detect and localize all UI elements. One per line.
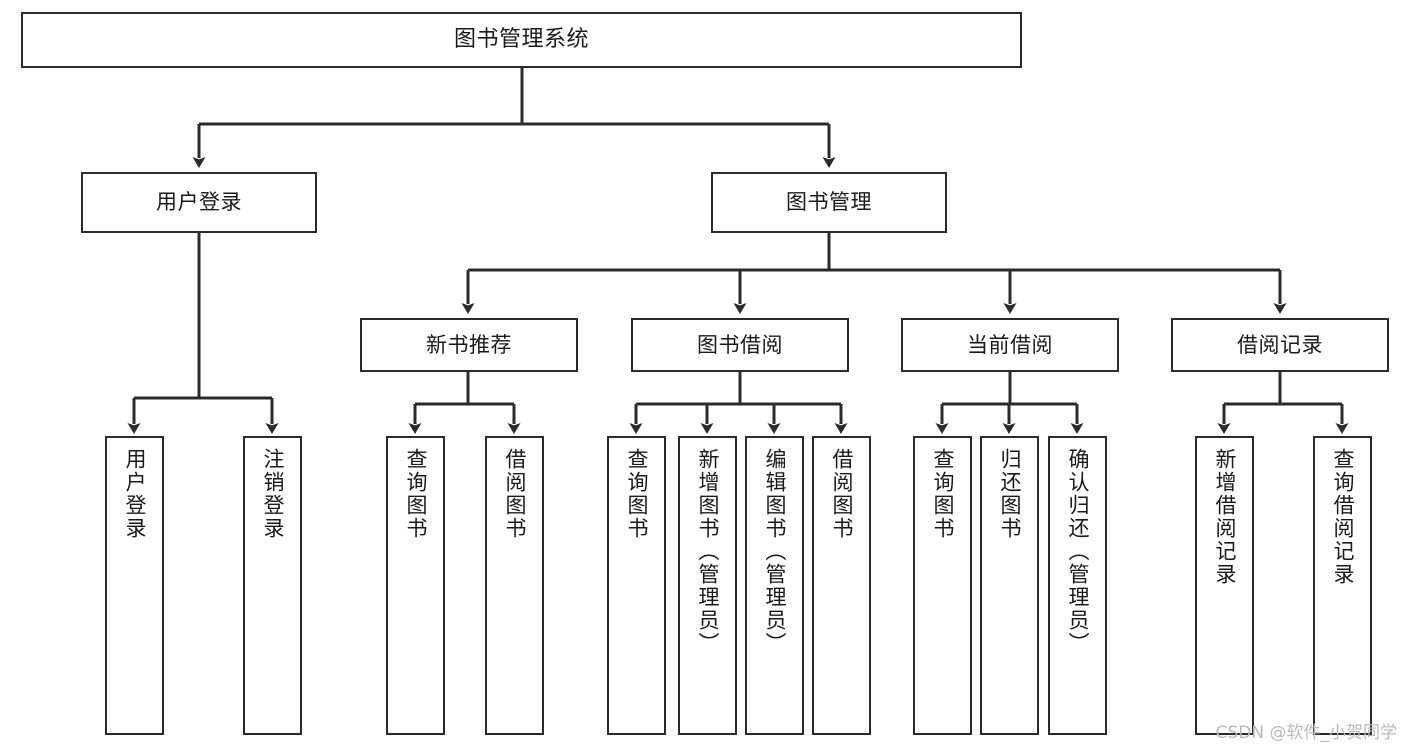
leaf-borrow-book-recommend[interactable]: 借阅图书: [485, 436, 544, 735]
csdn-watermark: CSDN @软件_小贺同学: [1215, 723, 1397, 743]
leaf-query-book-borrow[interactable]: 查询图书: [607, 436, 666, 735]
node-book-management-module[interactable]: 图书管理: [711, 172, 947, 233]
node-label: 新增图书（管理员）: [696, 448, 720, 655]
node-label: 新书推荐: [426, 332, 512, 357]
node-label: 查询借阅记录: [1331, 448, 1355, 586]
node-label: 用户登录: [123, 448, 147, 540]
leaf-query-book-current[interactable]: 查询图书: [913, 436, 972, 735]
leaf-edit-book-admin[interactable]: 编辑图书（管理员）: [745, 436, 804, 735]
node-label: 注销登录: [261, 448, 285, 540]
node-user-login-module[interactable]: 用户登录: [81, 172, 317, 233]
node-label: 借阅记录: [1237, 332, 1323, 357]
leaf-add-borrow-record[interactable]: 新增借阅记录: [1195, 436, 1254, 735]
node-borrow-record[interactable]: 借阅记录: [1171, 318, 1389, 372]
node-root-system[interactable]: 图书管理系统: [21, 12, 1022, 68]
leaf-logout-login[interactable]: 注销登录: [243, 436, 302, 735]
node-label: 当前借阅: [967, 332, 1053, 357]
node-label: 借阅图书: [830, 448, 854, 540]
leaf-borrow-book[interactable]: 借阅图书: [812, 436, 871, 735]
leaf-query-book-recommend[interactable]: 查询图书: [386, 436, 445, 735]
node-book-borrow[interactable]: 图书借阅: [631, 318, 849, 372]
node-label: 查询图书: [625, 448, 649, 540]
node-label: 确认归还（管理员）: [1066, 448, 1090, 655]
node-label: 新增借阅记录: [1213, 448, 1237, 586]
leaf-user-login[interactable]: 用户登录: [105, 436, 164, 735]
leaf-confirm-return-admin[interactable]: 确认归还（管理员）: [1048, 436, 1107, 735]
node-label: 用户登录: [156, 190, 242, 215]
leaf-return-book[interactable]: 归还图书: [980, 436, 1039, 735]
node-new-book-recommend[interactable]: 新书推荐: [360, 318, 578, 372]
node-label: 查询图书: [404, 448, 428, 540]
node-label: 借阅图书: [503, 448, 527, 540]
node-label: 图书借阅: [697, 332, 783, 357]
leaf-add-book-admin[interactable]: 新增图书（管理员）: [678, 436, 737, 735]
node-label: 归还图书: [998, 448, 1022, 540]
node-label: 编辑图书（管理员）: [763, 448, 787, 655]
node-label: 图书管理: [786, 190, 872, 215]
node-label: 图书管理系统: [453, 27, 589, 53]
leaf-query-borrow-record[interactable]: 查询借阅记录: [1313, 436, 1372, 735]
node-current-borrow[interactable]: 当前借阅: [901, 318, 1119, 372]
node-label: 查询图书: [931, 448, 955, 540]
